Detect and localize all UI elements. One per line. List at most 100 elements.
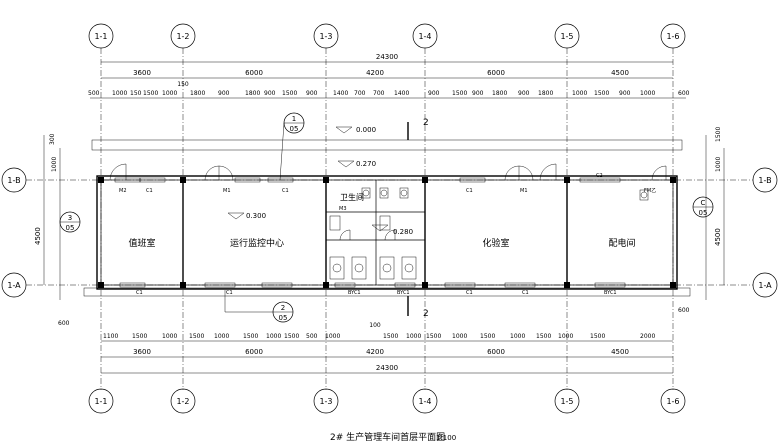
axis-bubble-1-5-top: 1-5 (554, 23, 580, 49)
top-detail-dimensions: 500 1000 150 1500 1000 1800 900 1800 900… (88, 90, 690, 97)
window-label: BYC1 (397, 290, 410, 296)
window-label: C1 (136, 290, 143, 296)
axis-label: 1-5 (560, 32, 573, 41)
svg-text:1000: 1000 (162, 333, 177, 340)
svg-text:1000: 1000 (640, 90, 655, 97)
svg-text:1000: 1000 (325, 333, 340, 340)
room-laboratory: 化验室 (482, 237, 509, 249)
axis-bubble-1-A-left: 1-A (1, 272, 27, 298)
axis-label: 1-6 (666, 32, 679, 41)
axis-bubble-1-4-bottom: 1-4 (412, 388, 438, 414)
axis-label: 1-5 (560, 397, 573, 406)
axis-bubble-1-6-bottom: 1-6 (660, 388, 686, 414)
callout-2-05: 2 05 (224, 290, 294, 323)
svg-text:1800: 1800 (245, 90, 260, 97)
axis-bubble-1-3-bottom: 1-3 (313, 388, 339, 414)
top-dimensions: 24300 3600 6000 4200 6000 4500 150 500 1… (88, 53, 690, 99)
bay-dimension: 3600 (133, 348, 151, 356)
level-mark: 0.270 (356, 160, 376, 168)
room-monitoring-center: 运行监控中心 (230, 237, 284, 249)
overall-dimension-top: 24300 (376, 53, 398, 61)
svg-text:1800: 1800 (492, 90, 507, 97)
axis-label: 1-6 (666, 397, 679, 406)
window-label: BYC1 (604, 290, 617, 296)
window-label: C1 (226, 290, 233, 296)
extra-dimension: 100 (369, 322, 381, 329)
axis-label: 1-A (758, 281, 772, 290)
svg-text:3: 3 (68, 214, 72, 222)
svg-text:1000: 1000 (558, 333, 573, 340)
svg-text:300: 300 (49, 133, 56, 145)
svg-text:1500: 1500 (452, 90, 467, 97)
svg-text:1800: 1800 (190, 90, 205, 97)
door-label: M1 (520, 188, 528, 194)
door-label: M2 (119, 188, 127, 194)
svg-text:900: 900 (518, 90, 530, 97)
axis-label: 1-2 (176, 32, 189, 41)
room-duty-room: 值班室 (128, 237, 155, 249)
bay-dimension: 6000 (487, 348, 505, 356)
svg-text:1500: 1500 (282, 90, 297, 97)
window-label: C2 (596, 173, 603, 179)
bay-dimension: 4500 (611, 348, 629, 356)
svg-text:1800: 1800 (538, 90, 553, 97)
svg-text:700: 700 (373, 90, 385, 97)
svg-text:1500: 1500 (480, 333, 495, 340)
bay-dimension: 6000 (245, 69, 263, 77)
svg-text:1400: 1400 (394, 90, 409, 97)
svg-text:1500: 1500 (132, 333, 147, 340)
axis-bubble-1-3-top: 1-3 (313, 23, 339, 49)
room-restroom: 卫生间 (340, 192, 364, 202)
svg-text:500: 500 (88, 90, 100, 97)
bottom-detail-dimensions: 1100 1500 1000 1500 1000 1500 1000 1500 … (103, 333, 655, 340)
svg-text:1000: 1000 (112, 90, 127, 97)
svg-text:1000: 1000 (715, 157, 722, 172)
overall-dimension-bottom: 24300 (376, 364, 398, 372)
svg-text:2: 2 (281, 304, 285, 312)
bay-dimension: 4500 (611, 69, 629, 77)
svg-text:1000: 1000 (510, 333, 525, 340)
callout-1-05: 1 05 (279, 112, 305, 181)
axis-label: 1-B (758, 176, 771, 185)
bay-dimension: 6000 (487, 69, 505, 77)
door-label: M1 (223, 188, 231, 194)
svg-text:05: 05 (66, 224, 75, 232)
svg-text:600: 600 (678, 307, 690, 314)
callout-3-05: 3 05 (59, 211, 81, 233)
svg-text:1500: 1500 (536, 333, 551, 340)
svg-text:1000: 1000 (214, 333, 229, 340)
door-label: M3 (339, 206, 347, 212)
bottom-dimensions: 1100 1500 1000 1500 1000 1500 1000 1500 … (101, 322, 673, 374)
svg-text:600: 600 (58, 320, 70, 327)
door-label: FM乙 (644, 187, 656, 194)
bay-dimension: 4200 (366, 69, 384, 77)
svg-text:900: 900 (428, 90, 440, 97)
svg-text:1000: 1000 (51, 157, 58, 172)
svg-text:1000: 1000 (452, 333, 467, 340)
window-symbols (114, 177, 626, 288)
svg-text:900: 900 (264, 90, 276, 97)
svg-text:1000: 1000 (406, 333, 421, 340)
bay-dimension: 6000 (245, 348, 263, 356)
svg-text:900: 900 (218, 90, 230, 97)
axis-bubble-1-B-left: 1-B (1, 167, 27, 193)
window-labels: C1 C1 C1 C2 C1 C1 BYC1 BYC1 C1 C1 BYC1 (136, 173, 617, 296)
svg-text:1500: 1500 (426, 333, 441, 340)
svg-text:1500: 1500 (715, 127, 722, 142)
axis-label: 1-A (7, 281, 21, 290)
axis-label: 1-3 (319, 32, 332, 41)
right-side-dimensions: 1500 1000 4500 600 (678, 127, 725, 314)
room-distribution: 配电间 (608, 237, 635, 249)
door-swings (109, 163, 667, 241)
svg-text:05: 05 (279, 314, 288, 322)
svg-text:2000: 2000 (640, 333, 655, 340)
svg-text:1: 1 (292, 115, 296, 123)
svg-text:1100: 1100 (103, 333, 118, 340)
svg-text:05: 05 (290, 125, 299, 133)
section-mark-top: 2 (423, 118, 429, 128)
axis-label: 1-B (7, 176, 20, 185)
level-mark: 0.000 (356, 126, 376, 134)
svg-text:1500: 1500 (243, 333, 258, 340)
axis-label: 1-1 (94, 32, 107, 41)
svg-text:1500: 1500 (590, 333, 605, 340)
